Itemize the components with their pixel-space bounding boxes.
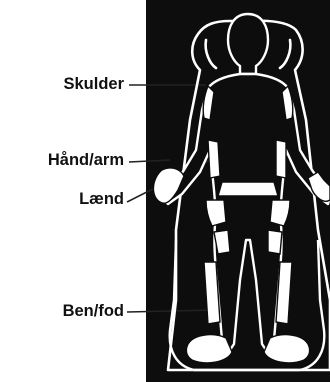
zone-hip-right (270, 200, 290, 226)
zone-forearm-right (276, 140, 286, 178)
zone-foot-left (186, 335, 232, 363)
label-shoulder: Skulder (63, 75, 124, 94)
zone-arm-right (308, 172, 330, 201)
leader-line-hand (129, 160, 170, 162)
label-leg-foot: Ben/fod (63, 302, 124, 321)
chair-headrest-left (206, 40, 216, 68)
zone-forearm-left (208, 140, 220, 178)
leader-line-leg (127, 310, 215, 312)
zone-hip-left (206, 200, 226, 226)
chair-headrest-right (280, 40, 290, 68)
zone-lower-back (218, 182, 278, 196)
zone-thigh-right (268, 230, 282, 254)
label-lower-back: Lænd (79, 190, 124, 209)
label-hand-arm: Hånd/arm (48, 151, 124, 170)
zone-foot-right (264, 335, 310, 363)
person-head (228, 14, 268, 74)
